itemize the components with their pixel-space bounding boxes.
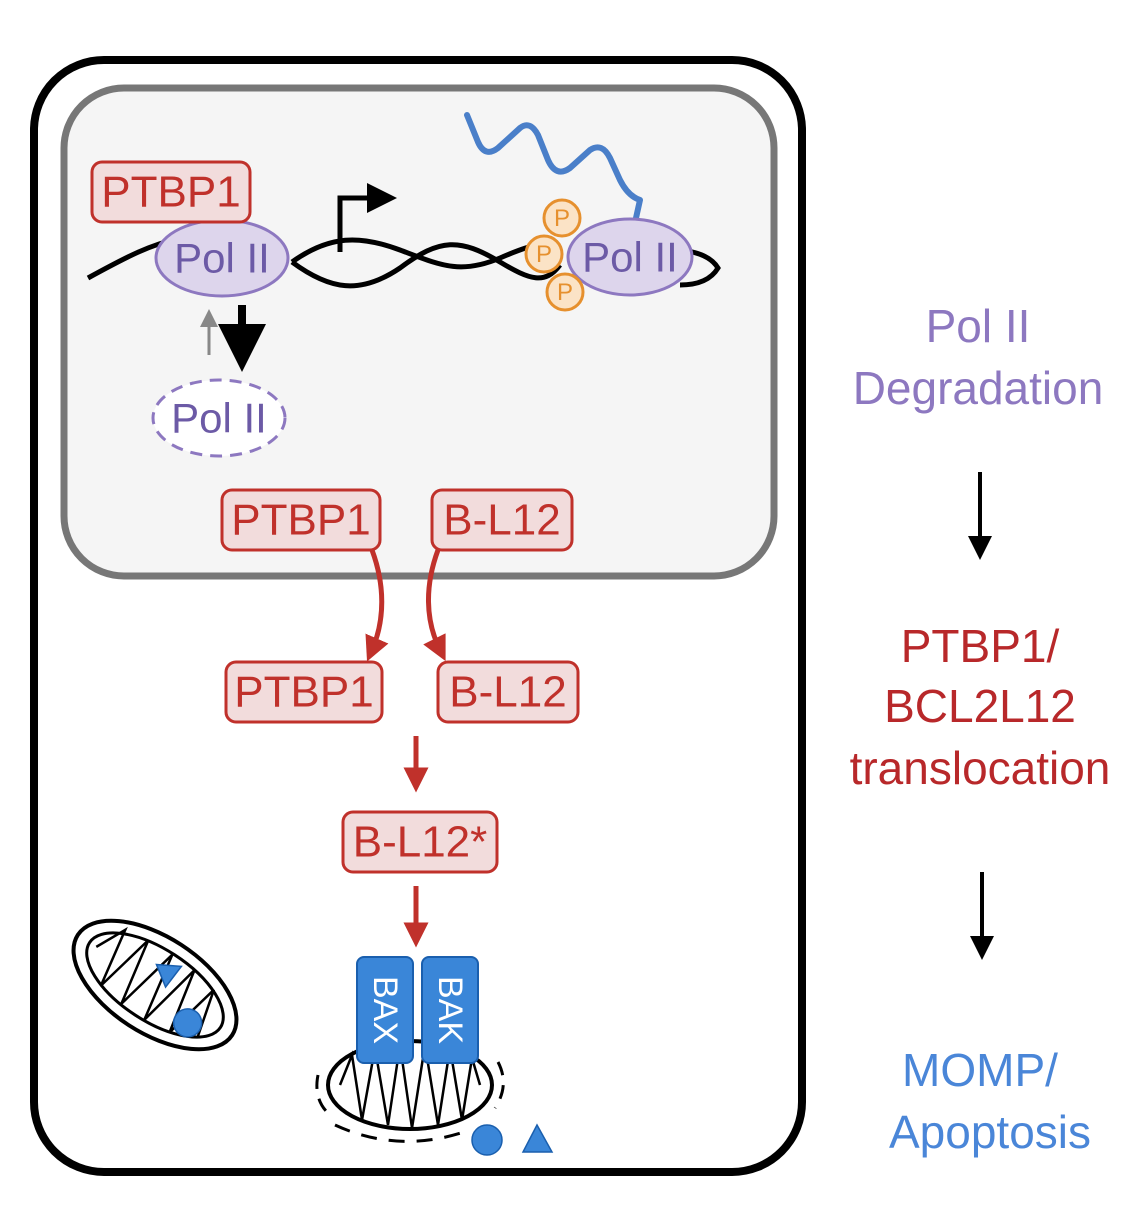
phospho-icon: P xyxy=(542,198,582,238)
svg-text:PTBP1: PTBP1 xyxy=(231,496,370,545)
phospho-group: P P P xyxy=(524,198,585,312)
svg-text:PTBP1: PTBP1 xyxy=(101,168,240,217)
bax-protein: BAX xyxy=(356,956,414,1064)
pol2-right-label: Pol II xyxy=(582,234,678,281)
pol2-degraded-label: Pol II xyxy=(171,395,267,442)
svg-text:B-L12: B-L12 xyxy=(449,668,566,717)
pol2-left: Pol II xyxy=(154,218,290,298)
pol2-left-label: Pol II xyxy=(174,235,270,282)
bl12-cytoplasm-box: B-L12 xyxy=(436,660,580,724)
released-factor-triangle-icon xyxy=(521,1123,554,1153)
svg-text:Pol II: Pol II xyxy=(926,300,1031,352)
svg-text:P: P xyxy=(557,279,573,306)
svg-text:B-L12*: B-L12* xyxy=(353,818,488,867)
ptbp1-export-box: PTBP1 xyxy=(220,488,382,552)
svg-text:BCL2L12: BCL2L12 xyxy=(884,680,1076,732)
svg-text:BAX: BAX xyxy=(366,976,404,1044)
svg-text:PTBP1/: PTBP1/ xyxy=(901,620,1060,672)
bak-protein: BAK xyxy=(421,956,479,1064)
svg-text:Apoptosis: Apoptosis xyxy=(889,1106,1091,1158)
svg-text:BAK: BAK xyxy=(431,976,469,1044)
pol2-degraded: Pol II xyxy=(151,378,287,458)
bl12-translocation-arrow xyxy=(423,549,446,662)
transcription-start-arrow xyxy=(337,183,397,252)
svg-text:Degradation: Degradation xyxy=(853,362,1104,414)
bl12-export-box: B-L12 xyxy=(430,488,574,552)
released-factor-circle-icon xyxy=(471,1124,503,1156)
pol2-right: Pol II xyxy=(566,217,694,297)
svg-text:P: P xyxy=(536,241,552,268)
rna-transcript-icon xyxy=(464,112,643,221)
svg-text:P: P xyxy=(554,205,570,232)
ptbp1-nuclear-box: PTBP1 xyxy=(90,160,252,224)
mitochondrion-intact-icon xyxy=(71,918,239,1052)
step-apoptosis: MOMP/ Apoptosis xyxy=(889,1044,1091,1158)
svg-text:PTBP1: PTBP1 xyxy=(234,668,373,717)
step-translocation: PTBP1/ BCL2L12 translocation xyxy=(850,620,1111,794)
bl12-active-box: B-L12* xyxy=(341,810,499,874)
svg-text:B-L12: B-L12 xyxy=(443,496,560,545)
svg-text:translocation: translocation xyxy=(850,742,1111,794)
svg-text:MOMP/: MOMP/ xyxy=(902,1044,1058,1096)
step-pol2-degradation: Pol II Degradation xyxy=(853,300,1104,414)
phospho-icon: P xyxy=(545,272,585,312)
phospho-icon: P xyxy=(524,234,564,274)
side-summary: Pol II Degradation PTBP1/ BCL2L12 transl… xyxy=(850,300,1111,1158)
ptbp1-cytoplasm-box: PTBP1 xyxy=(224,660,384,724)
ptbp1-translocation-arrow xyxy=(365,549,389,662)
